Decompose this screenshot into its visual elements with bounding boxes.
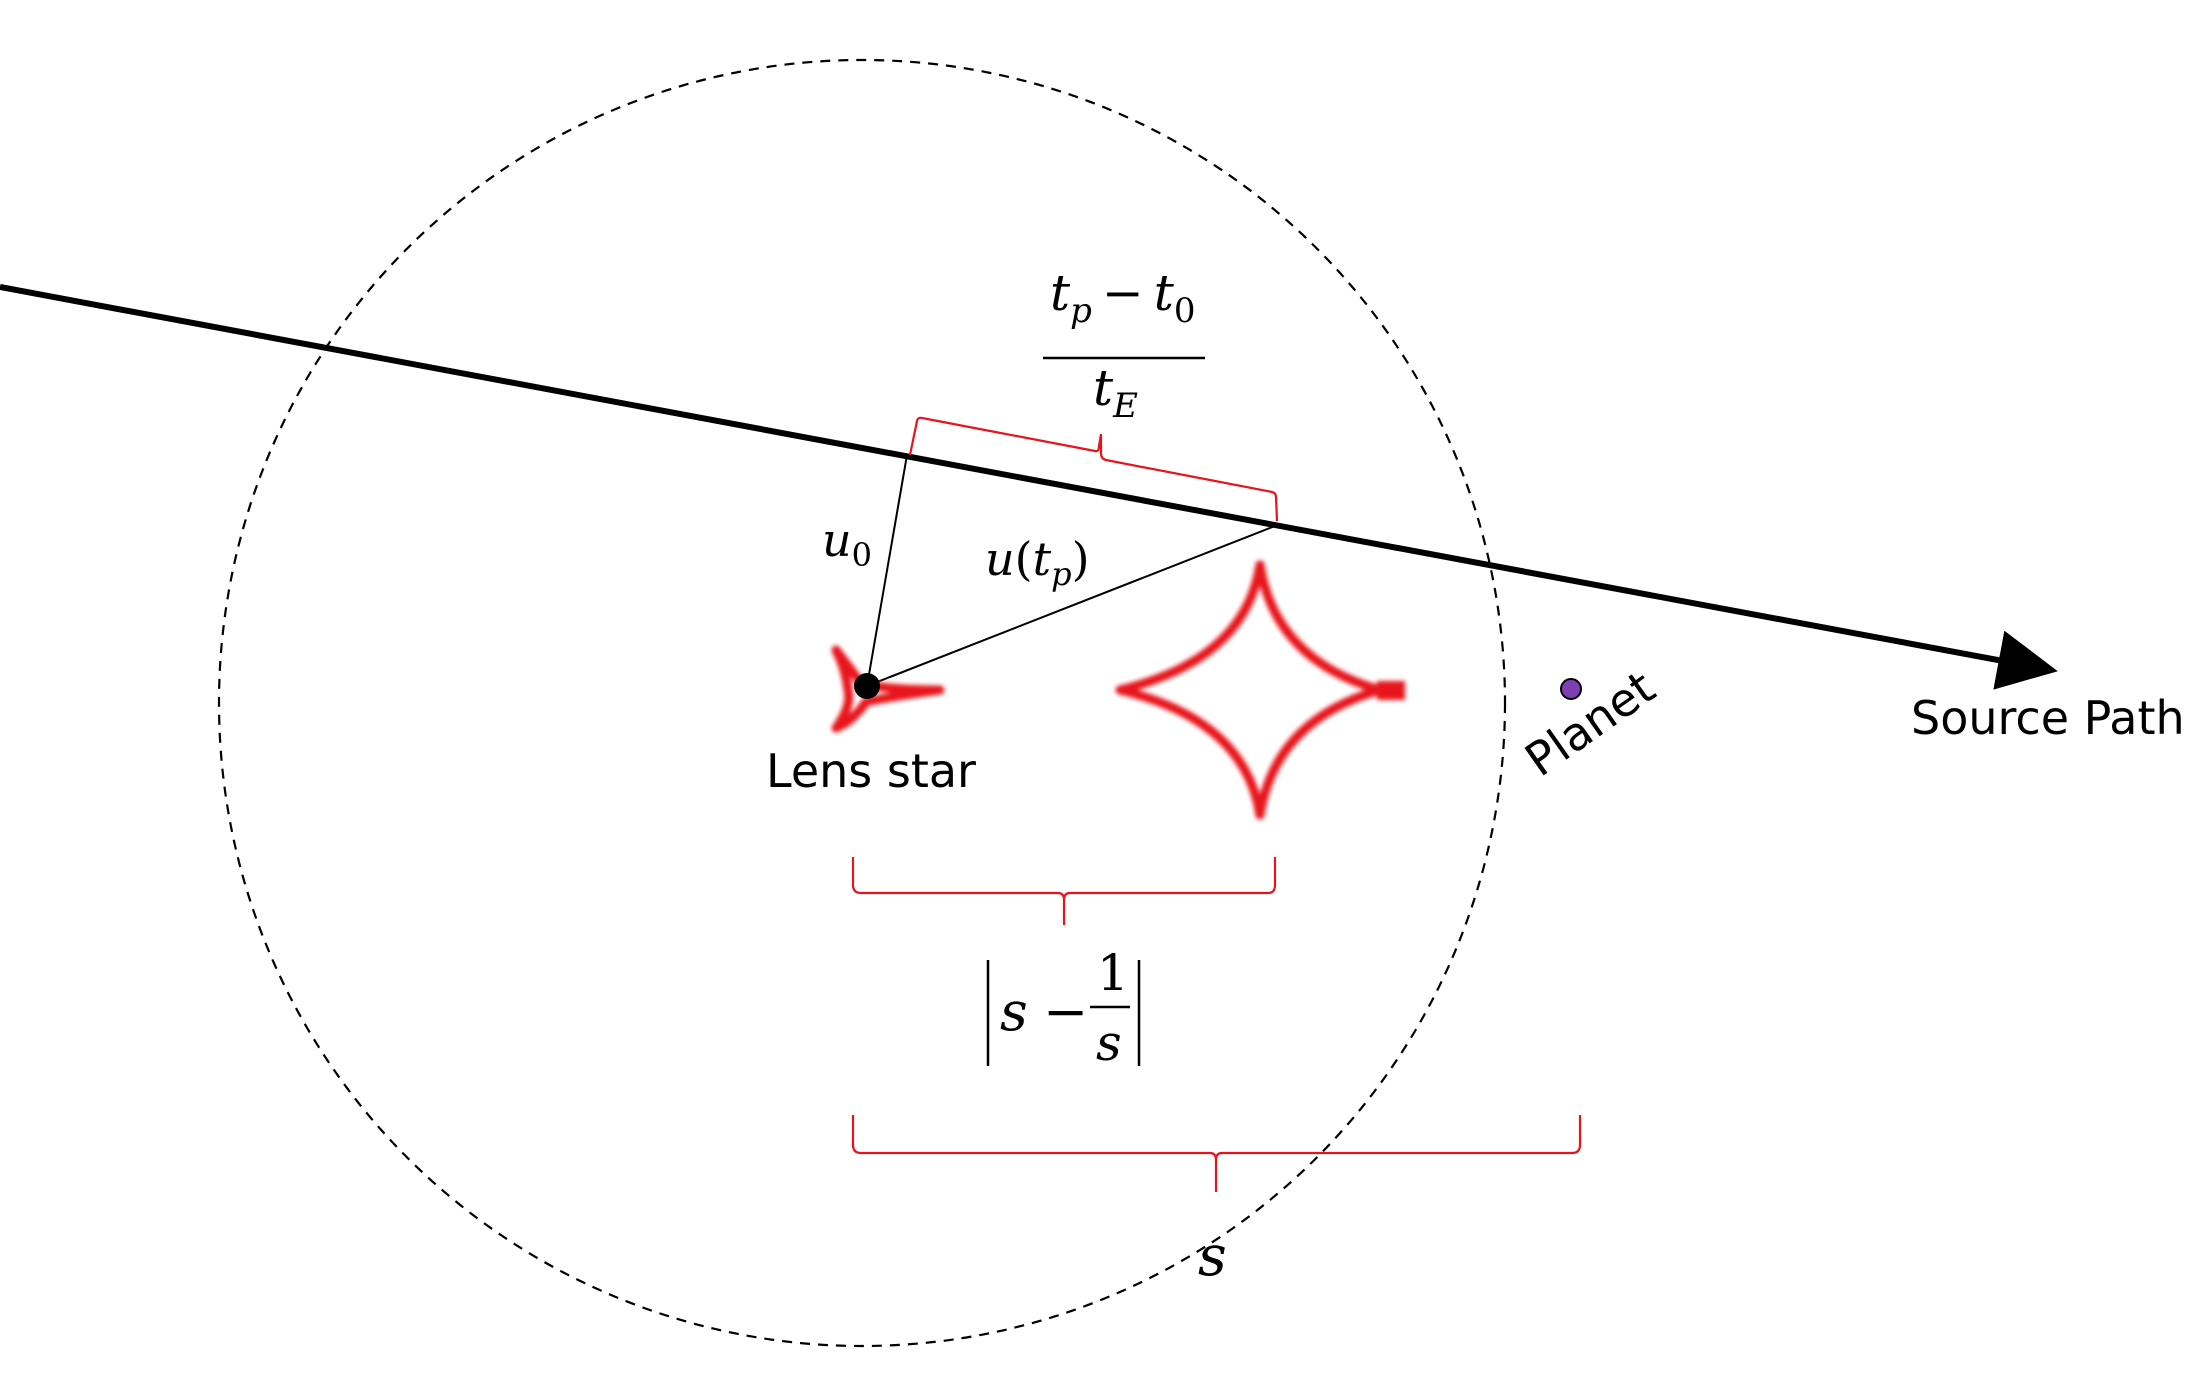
einstein-ring-circle — [217, 58, 1507, 1348]
svg-text:s: s — [1000, 980, 1028, 1043]
u0-label: u0 — [822, 513, 872, 574]
abs-s-minus-inverse-s: s − 1 s — [986, 944, 1141, 1072]
u-tp-label: u(tp) — [985, 532, 1090, 593]
u0-line — [866, 454, 908, 687]
central-caustic — [831, 645, 945, 733]
lens-star-label: Lens star — [766, 744, 976, 798]
u-tp-line — [866, 525, 1276, 687]
svg-text:−: − — [1043, 980, 1088, 1043]
planet-dot — [1560, 678, 1582, 700]
planetary-caustic — [1115, 560, 1405, 820]
brace-s — [851, 1115, 1582, 1192]
brace-abs-s — [851, 857, 1277, 925]
svg-text:tp−t0: tp−t0 — [1050, 264, 1196, 331]
source-path-label: Source Path — [1911, 691, 2185, 745]
planet-label: Planet — [1515, 660, 1664, 787]
svg-text:1: 1 — [1097, 944, 1129, 1002]
source-path-line — [0, 284, 2058, 690]
s-label: s — [1198, 1224, 1227, 1289]
brace-tp-t0 — [908, 416, 1279, 522]
svg-text:tE: tE — [1093, 359, 1138, 426]
fraction-tp-t0-over-te: tp−t0 tE — [1043, 264, 1205, 426]
svg-text:s: s — [1096, 1014, 1122, 1072]
lens-star-dot — [854, 673, 880, 699]
